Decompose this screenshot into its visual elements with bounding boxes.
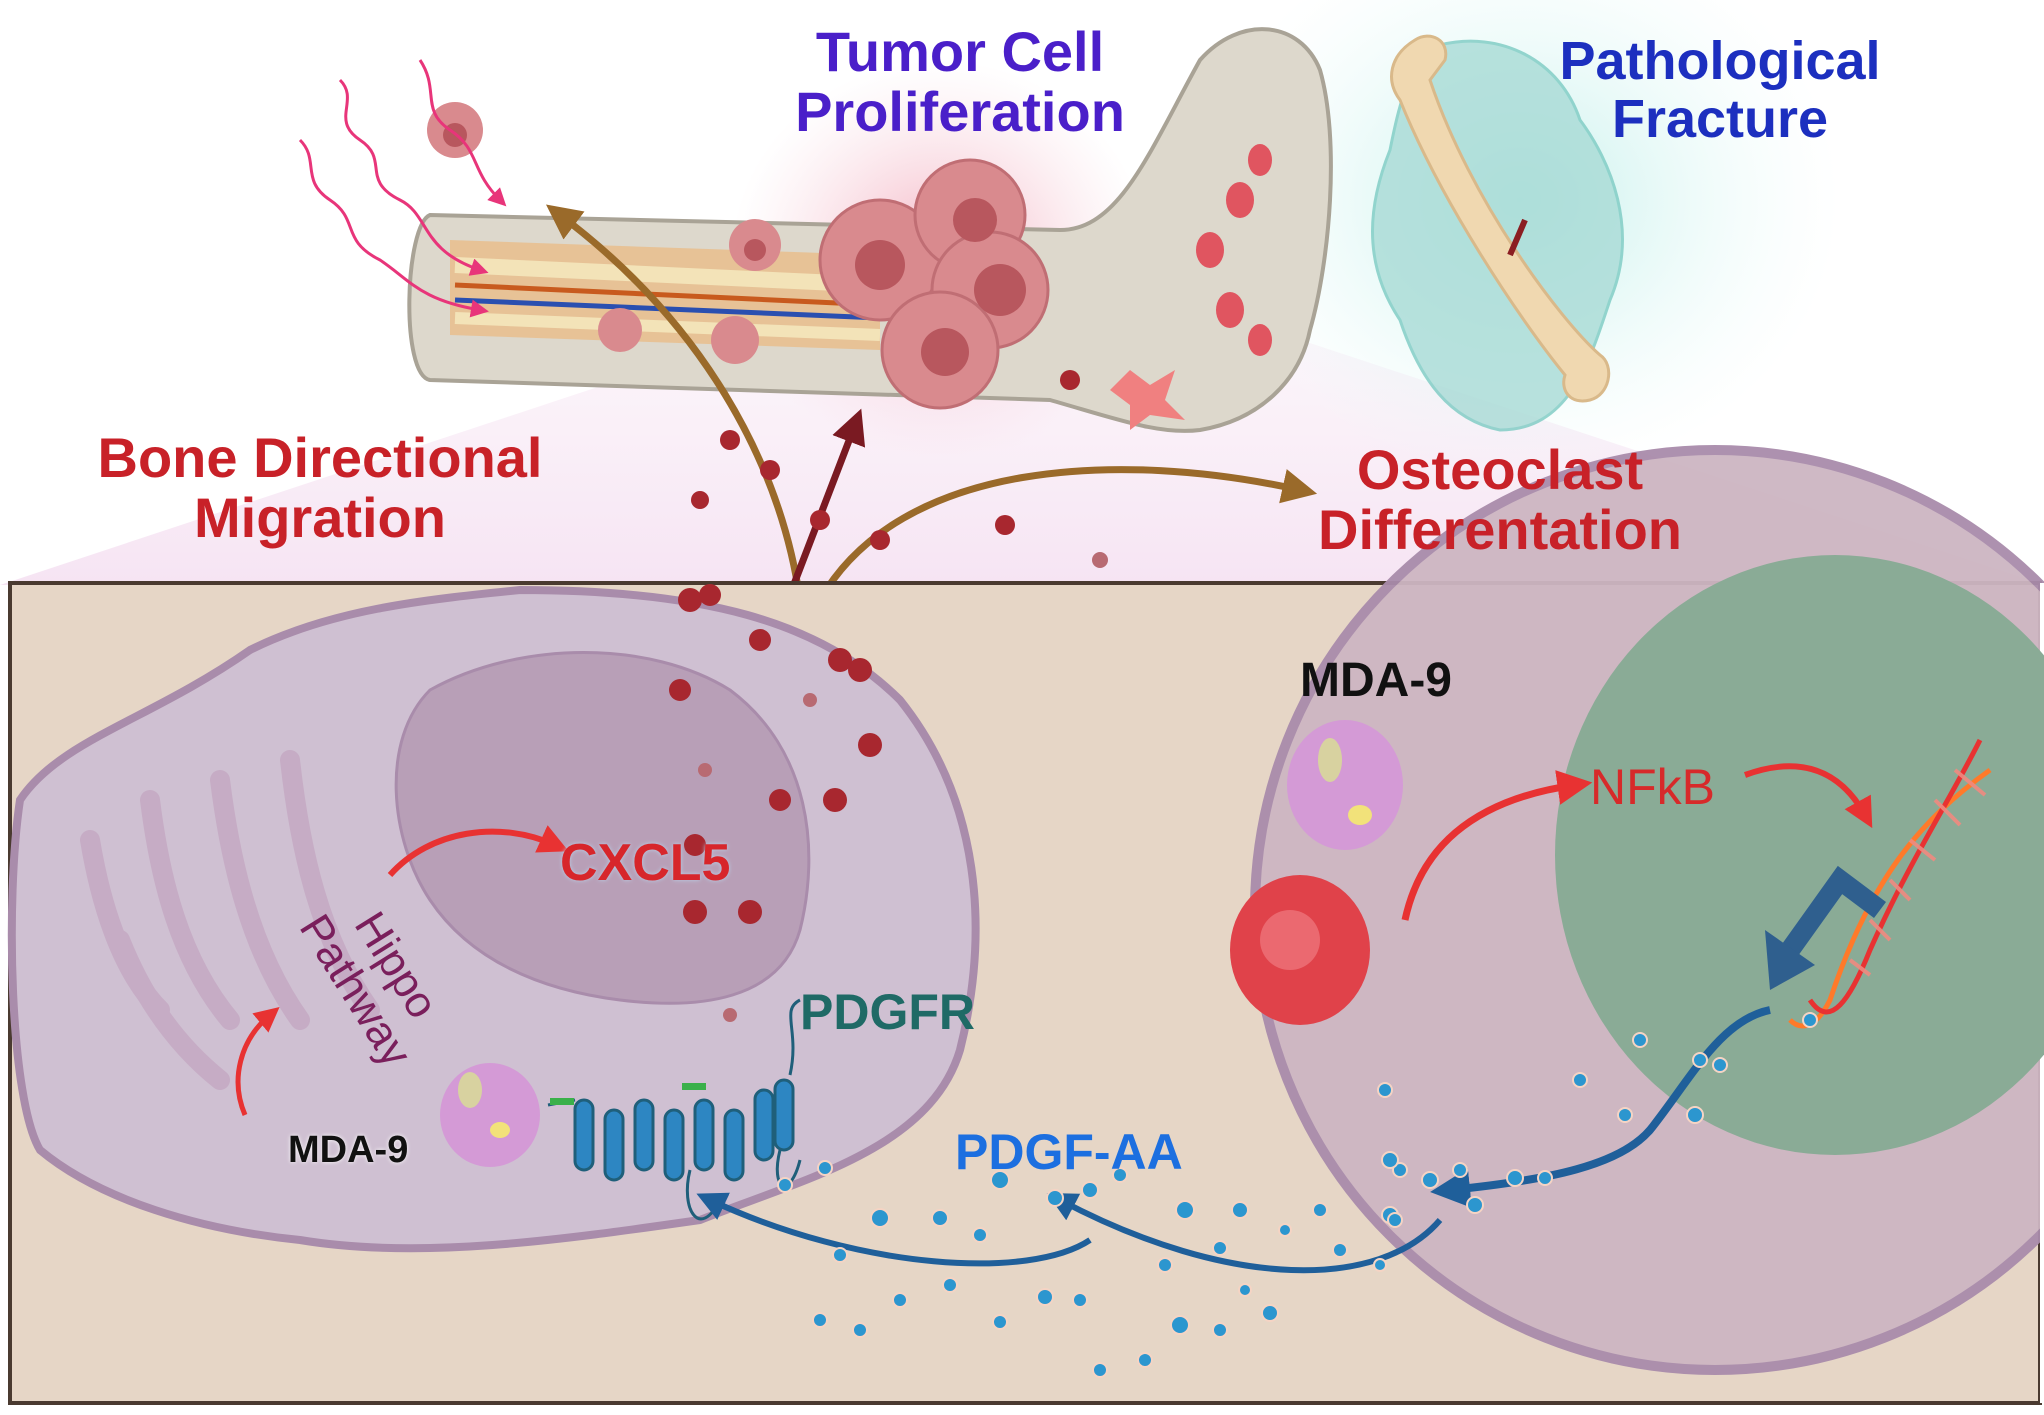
tumor-cell-cluster [818, 158, 1050, 410]
label-line: Tumor Cell [815, 20, 1105, 83]
osteoclasts [1110, 144, 1272, 430]
label-cxcl5: CXCL5 [560, 834, 731, 892]
label-pdgf-aa: PDGF-AA [955, 1124, 1183, 1180]
label-mda9-right: MDA-9 [1300, 654, 1452, 707]
label-pdgfr: PDGFR [800, 984, 975, 1040]
arrow-hippo-to-cxcl5 [387, 825, 569, 877]
label-line: Migration [194, 486, 446, 550]
arrow-nfkb-to-dna [1743, 763, 1873, 829]
nucleus-right [1555, 555, 2044, 1155]
partner-protein-red [1230, 875, 1370, 1025]
label-osteoclast-differentiation: Osteoclast Differentation [1250, 438, 1750, 562]
arrow-secretion [1430, 1006, 1771, 1208]
arrow-mda9-to-nfkb [1401, 770, 1593, 921]
label-line: Pathological [1559, 31, 1881, 91]
arrow-to-osteoclast [816, 466, 1318, 602]
label-line: Fracture [1611, 89, 1829, 150]
label-mda9-left: MDA-9 [288, 1129, 409, 1171]
pdgf-aa-particles [777, 1012, 1818, 1378]
cxcl5-particles [669, 370, 1108, 1022]
label-line: Proliferation [795, 80, 1125, 144]
chemotaxis-lines [298, 59, 507, 318]
arrow-mda9-to-hippo [235, 1006, 280, 1116]
arrow-to-migration [546, 204, 804, 601]
label-line: Differentation [1318, 498, 1682, 562]
golgi-apparatus [80, 750, 380, 1090]
transcription-arrow [1781, 865, 1886, 956]
mda9-protein-left [440, 1063, 540, 1167]
mda9-protein-right [1287, 720, 1403, 850]
arrow-pdgfaa-to-pdgfr [696, 1192, 1092, 1267]
label-nfkb: NFkB [1590, 759, 1715, 815]
label-tumor-cell-proliferation: Tumor Cell Proliferation [700, 20, 1220, 144]
pdgfr-receptor [547, 998, 802, 1221]
label-line: Bone Directional [97, 426, 543, 489]
transcription-arrowhead [1765, 930, 1815, 990]
arrow-pdgfaa-to-mid [1046, 1192, 1443, 1274]
label-line: Osteoclast [1356, 438, 1644, 501]
label-bone-directional-migration: Bone Directional Migration [40, 426, 600, 550]
fractured-femur [1390, 34, 1611, 403]
label-pathological-fracture: Pathological Fracture [1520, 32, 1920, 149]
